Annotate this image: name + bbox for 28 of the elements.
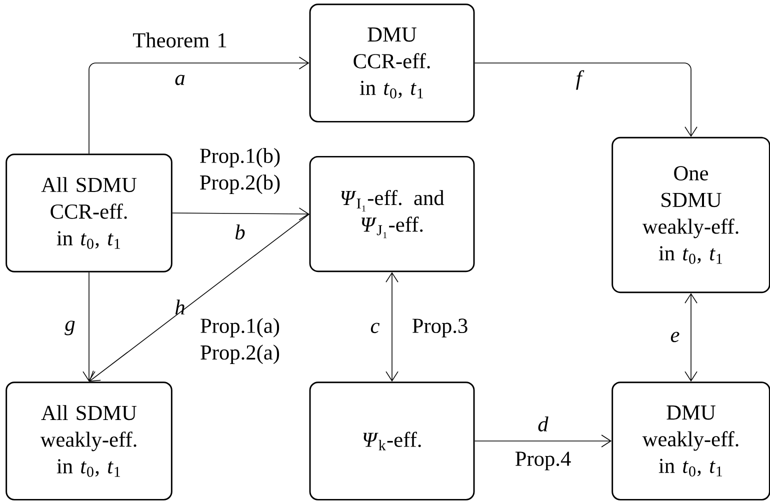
arrow [89, 214, 310, 382]
edge-label: b [235, 224, 245, 240]
edge-label: e [670, 332, 680, 342]
arrow [172, 208, 310, 220]
process-box: DMU weakly-eff. in t$_{0}$, t$_{1}$ [612, 382, 770, 500]
process-box: All SDMU CCR-eff. in t$_{0}$, t$_{1}$ [6, 154, 172, 272]
edge-label: c [370, 322, 380, 334]
process-box: All SDMU weakly-eff. in t$_{0}$, t$_{1}$ [6, 382, 172, 500]
proposition-label: Theorem 1 [133, 32, 226, 48]
arrow [474, 62, 698, 137]
process-box: One SDMU weakly-eff. in t$_{0}$, t$_{1}$ [612, 136, 770, 294]
edge-label: h [175, 300, 184, 314]
process-box: DMU CCR-eff. in t$_{0}$, t$_{1}$ [309, 4, 475, 122]
edge-label: f [576, 70, 584, 90]
arrow [82, 272, 96, 382]
arrow [88, 56, 310, 154]
arrow [386, 272, 398, 382]
arrow [474, 434, 612, 448]
process-box: Ψ$_{I₁}$-eff. and Ψ$_{J₁}$-eff. [309, 156, 475, 272]
arrow [684, 293, 698, 382]
edge-label: g [64, 320, 75, 336]
edge-label: a [175, 74, 185, 86]
edge-label: d [538, 416, 548, 432]
proposition-label: Prop.4 [515, 452, 571, 470]
proposition-label: Prop.1(b) Prop.2(b) [200, 148, 280, 194]
proposition-label: Prop.1(a) Prop.2(a) [200, 318, 280, 364]
process-box: Ψ$_{k}$-eff. [309, 382, 475, 500]
proposition-label: Prop.3 [412, 318, 468, 338]
